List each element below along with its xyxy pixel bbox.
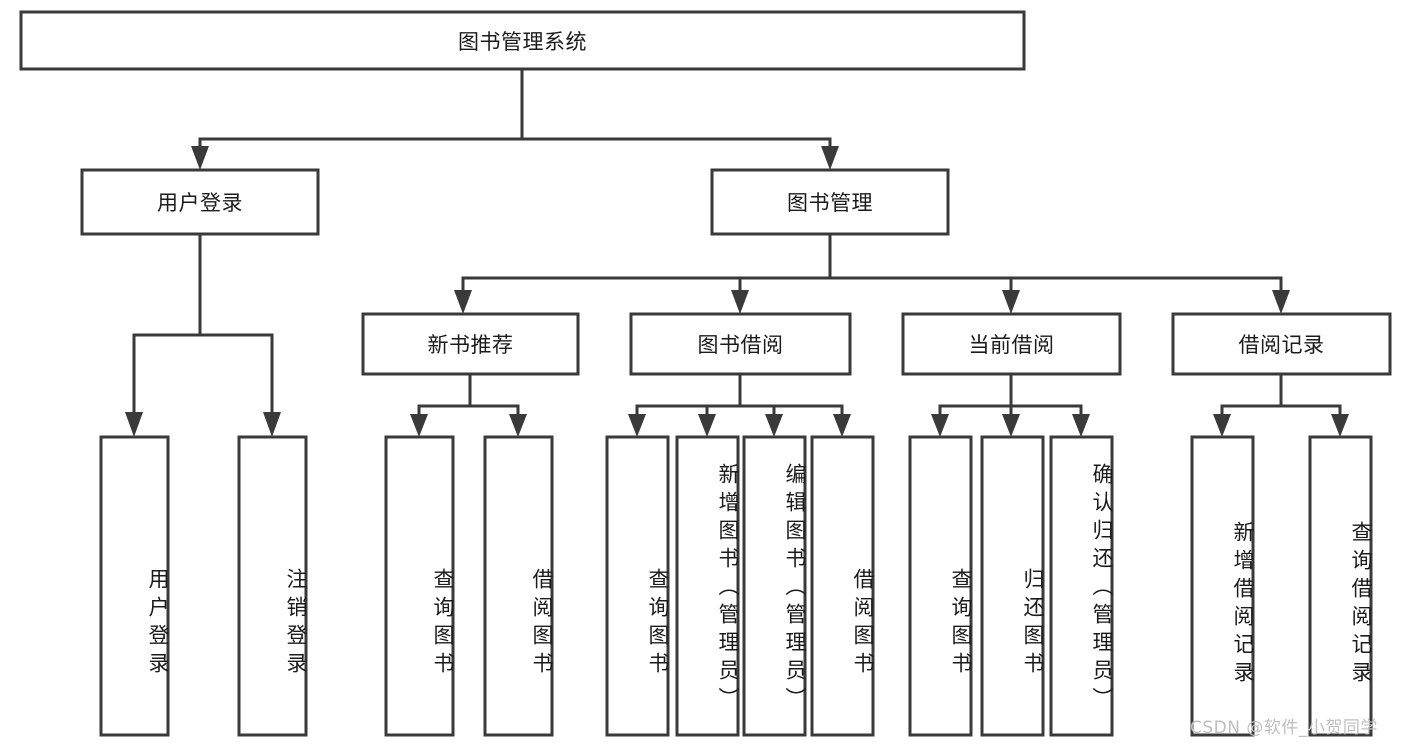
node-box-leaf-borrow-record-1[interactable]	[1308, 435, 1373, 737]
node-box-borrow-record[interactable]	[1171, 312, 1392, 376]
arrowhead-bm-0	[454, 290, 472, 314]
node-box-current-borrow[interactable]	[901, 312, 1122, 376]
arrowhead-book-borrow-3	[833, 414, 851, 437]
node-box-leaf-book-borrow-2[interactable]	[742, 435, 807, 737]
node-box-leaf-user-login-0[interactable]	[99, 435, 170, 737]
node-box-leaf-current-borrow-1[interactable]	[980, 435, 1045, 737]
node-box-leaf-new-book-0[interactable]	[384, 435, 455, 737]
node-box-leaf-book-borrow-1[interactable]	[675, 435, 740, 737]
arrowhead-borrow-record-0	[1213, 414, 1231, 437]
arrowhead-root-to-book-management	[821, 146, 839, 170]
arrowhead-bm-2	[1002, 290, 1020, 314]
node-box-leaf-borrow-record-0[interactable]	[1190, 435, 1255, 737]
arrowhead-bm-1	[731, 290, 749, 314]
node-box-book-borrow[interactable]	[629, 312, 852, 376]
arrowhead-book-borrow-1	[698, 414, 716, 437]
arrowhead-book-borrow-0	[628, 414, 646, 437]
node-box-leaf-current-borrow-2[interactable]	[1049, 435, 1114, 737]
arrowhead-new-book-0	[410, 414, 428, 437]
node-box-new-book-recommend[interactable]	[361, 312, 580, 376]
csdn-watermark: CSDN @软件_小贺同学	[1190, 718, 1378, 738]
arrowhead-new-book-1	[509, 414, 527, 437]
arrowhead-user-login-0	[125, 412, 143, 437]
node-box-leaf-user-login-1[interactable]	[237, 435, 308, 737]
arrowhead-bm-3	[1272, 290, 1290, 314]
arrowhead-current-borrow-1	[1002, 414, 1020, 437]
arrowhead-borrow-record-1	[1331, 414, 1349, 437]
arrowhead-user-login-1	[263, 412, 281, 437]
node-box-leaf-new-book-1[interactable]	[483, 435, 554, 737]
arrowhead-current-borrow-2	[1072, 414, 1090, 437]
arrowhead-current-borrow-0	[931, 414, 949, 437]
arrowhead-book-borrow-2	[765, 414, 783, 437]
node-box-leaf-book-borrow-0[interactable]	[605, 435, 670, 737]
node-box-leaf-current-borrow-0[interactable]	[908, 435, 973, 737]
node-box-root[interactable]	[19, 10, 1026, 71]
node-box-book-management[interactable]	[710, 168, 950, 236]
node-box-user-login[interactable]	[80, 168, 320, 236]
node-box-leaf-book-borrow-3[interactable]	[810, 435, 875, 737]
arrowhead-root-to-user-login	[191, 146, 209, 170]
